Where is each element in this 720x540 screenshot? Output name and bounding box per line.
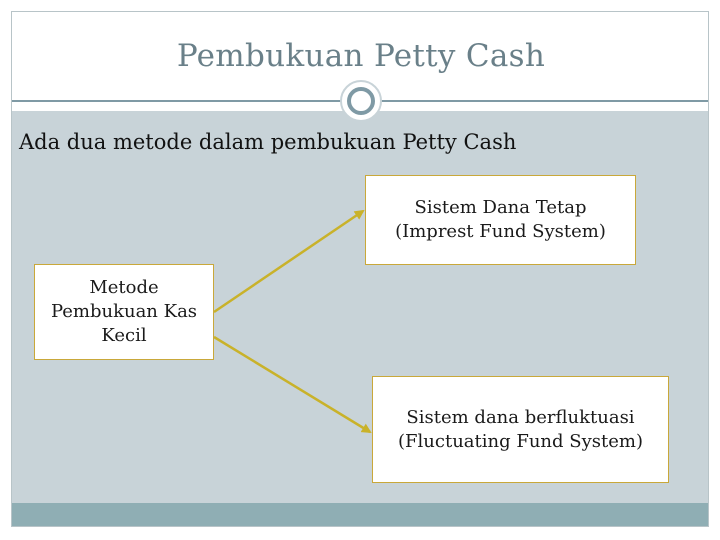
circle-ornament-icon bbox=[340, 80, 382, 122]
source-method-label: Metode Pembukuan Kas Kecil bbox=[50, 277, 198, 346]
imprest-fund-label: Sistem Dana Tetap (Imprest Fund System) bbox=[395, 197, 606, 242]
slide-subtitle: Ada dua metode dalam pembukuan Petty Cas… bbox=[19, 130, 517, 154]
source-method-box: Metode Pembukuan Kas Kecil bbox=[34, 264, 214, 360]
footer-bar bbox=[12, 503, 708, 526]
fluctuating-fund-label: Sistem dana berfluktuasi (Fluctuating Fu… bbox=[398, 406, 643, 452]
fluctuating-fund-box: Sistem dana berfluktuasi (Fluctuating Fu… bbox=[372, 376, 669, 483]
slide-title: Pembukuan Petty Cash bbox=[176, 38, 546, 74]
circle-ornament-inner bbox=[347, 87, 375, 115]
imprest-fund-box: Sistem Dana Tetap (Imprest Fund System) bbox=[365, 175, 636, 265]
